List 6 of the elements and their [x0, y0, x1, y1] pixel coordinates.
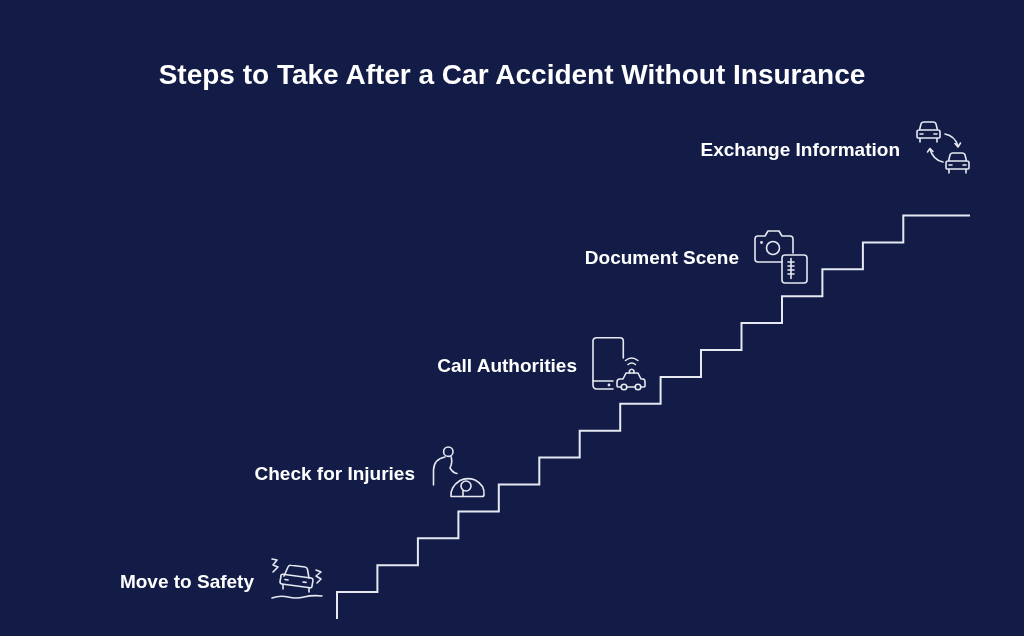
step-label: Document Scene — [584, 246, 739, 270]
step-label: Exchange Information — [700, 138, 900, 162]
step-label: Call Authorities — [437, 354, 577, 378]
step-label: Move to Safety — [119, 570, 254, 594]
title: Steps to Take After a Car Accident Without Insurance — [157, 58, 867, 92]
step-label: Check for Injuries — [254, 462, 415, 486]
